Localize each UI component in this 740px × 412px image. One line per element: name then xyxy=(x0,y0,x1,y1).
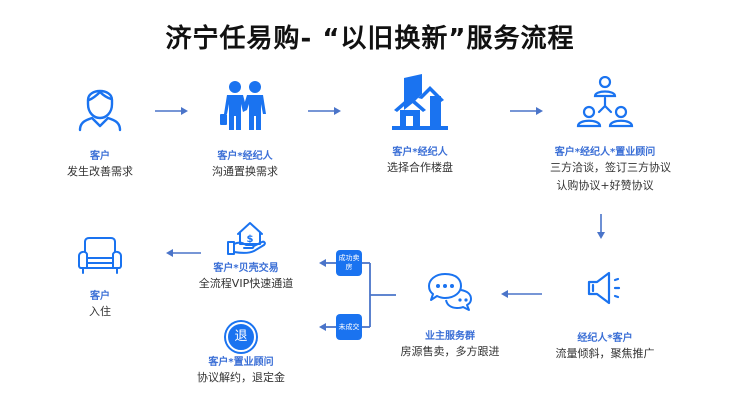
step-desc: 三方洽谈，签订三方协议 xyxy=(550,161,671,174)
buildings-icon xyxy=(392,74,448,130)
step-role: 客户*经纪人 xyxy=(392,147,448,158)
step-role: 客户 xyxy=(90,291,110,302)
step-role: 客户 xyxy=(90,151,110,162)
megaphone-icon xyxy=(587,271,621,305)
step-desc: 认购协议+好赞协议 xyxy=(556,179,654,192)
step-desc: 协议解约，退定金 xyxy=(197,371,285,384)
step-three-party: 客户*经纪人*置业顾问 三方洽谈，签订三方协议 认购协议+好赞协议 xyxy=(550,76,671,194)
customer-icon xyxy=(78,89,122,132)
refund-icon: 退 xyxy=(226,322,256,352)
step-desc: 发生改善需求 xyxy=(67,165,133,178)
step-beike-transaction: $ 客户*贝壳交易 全流程VIP快速通道 xyxy=(196,220,296,292)
step-role: 客户*经纪人*置业顾问 xyxy=(554,147,656,158)
arrow-right-icon xyxy=(308,107,341,115)
step-role: 业主服务群 xyxy=(425,331,475,342)
arrow-left-icon xyxy=(501,290,542,298)
page-title: 济宁任易购- “以旧换新”服务流程 xyxy=(165,24,575,54)
step-desc: 流量倾斜，聚焦推广 xyxy=(555,347,655,360)
step-choose-project: 客户*经纪人 选择合作楼盘 xyxy=(375,74,465,176)
branch-success-tag: 成功卖房 xyxy=(336,250,362,276)
org-tri-people-icon xyxy=(576,76,634,128)
step-communicate: 客户*经纪人 沟通置换需求 xyxy=(200,80,290,180)
step-desc: 入住 xyxy=(89,305,111,318)
arrow-right-icon xyxy=(510,107,543,115)
step-desc: 选择合作楼盘 xyxy=(387,161,453,174)
step-role: 客户*经纪人 xyxy=(217,151,273,162)
handshake-people-icon xyxy=(220,81,266,130)
step-refund: 退 客户*置业顾问 协议解约，退定金 xyxy=(186,322,296,386)
sofa-icon xyxy=(78,237,122,274)
step-role: 客户*贝壳交易 xyxy=(213,263,279,274)
arrow-right-icon xyxy=(155,107,188,115)
step-customer-need: 客户 发生改善需求 xyxy=(60,80,140,180)
house-money-hand-icon: $ xyxy=(227,222,266,255)
arrow-down-icon xyxy=(597,214,605,239)
arrow-left-icon xyxy=(166,249,201,257)
branch-connector xyxy=(319,259,396,331)
step-move-in: 客户 入住 xyxy=(70,236,130,320)
branch-fail-tag: 未成交 xyxy=(336,314,362,340)
chat-bubbles-icon xyxy=(428,273,472,311)
step-role: 客户*置业顾问 xyxy=(208,357,274,368)
step-promotion: 经纪人*客户 流量倾斜，聚焦推广 xyxy=(555,270,655,362)
step-desc: 房源售卖，多方跟进 xyxy=(400,345,500,358)
step-desc: 沟通置换需求 xyxy=(212,165,278,178)
svg-text:$: $ xyxy=(247,234,254,245)
step-desc: 全流程VIP快速通道 xyxy=(198,277,294,290)
step-role: 经纪人*客户 xyxy=(577,333,633,344)
step-owner-group: 业主服务群 房源售卖，多方跟进 xyxy=(400,272,500,360)
